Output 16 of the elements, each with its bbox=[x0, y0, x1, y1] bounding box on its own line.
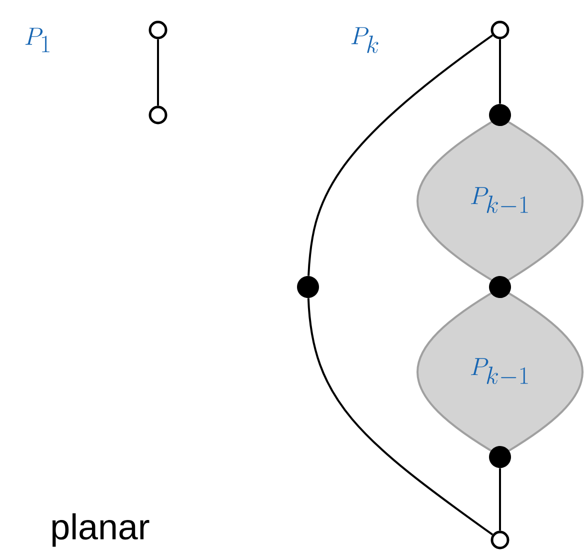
caption: planar bbox=[52, 513, 150, 547]
edge bbox=[307, 298, 494, 536]
filled-vertex bbox=[489, 446, 511, 468]
open-vertex bbox=[490, 20, 510, 40]
vertex-label: $P_k$ bbox=[351, 27, 378, 54]
open-vertex bbox=[148, 20, 168, 40]
filled-vertex bbox=[489, 104, 511, 126]
edge bbox=[499, 468, 501, 531]
open-vertex bbox=[490, 530, 510, 550]
edge bbox=[157, 39, 159, 106]
filled-vertex bbox=[297, 276, 319, 298]
open-vertex bbox=[148, 106, 168, 124]
edge bbox=[308, 34, 494, 276]
edge bbox=[499, 39, 501, 104]
vertex-label: $P_1$ bbox=[25, 28, 50, 52]
filled-vertex bbox=[489, 276, 511, 298]
